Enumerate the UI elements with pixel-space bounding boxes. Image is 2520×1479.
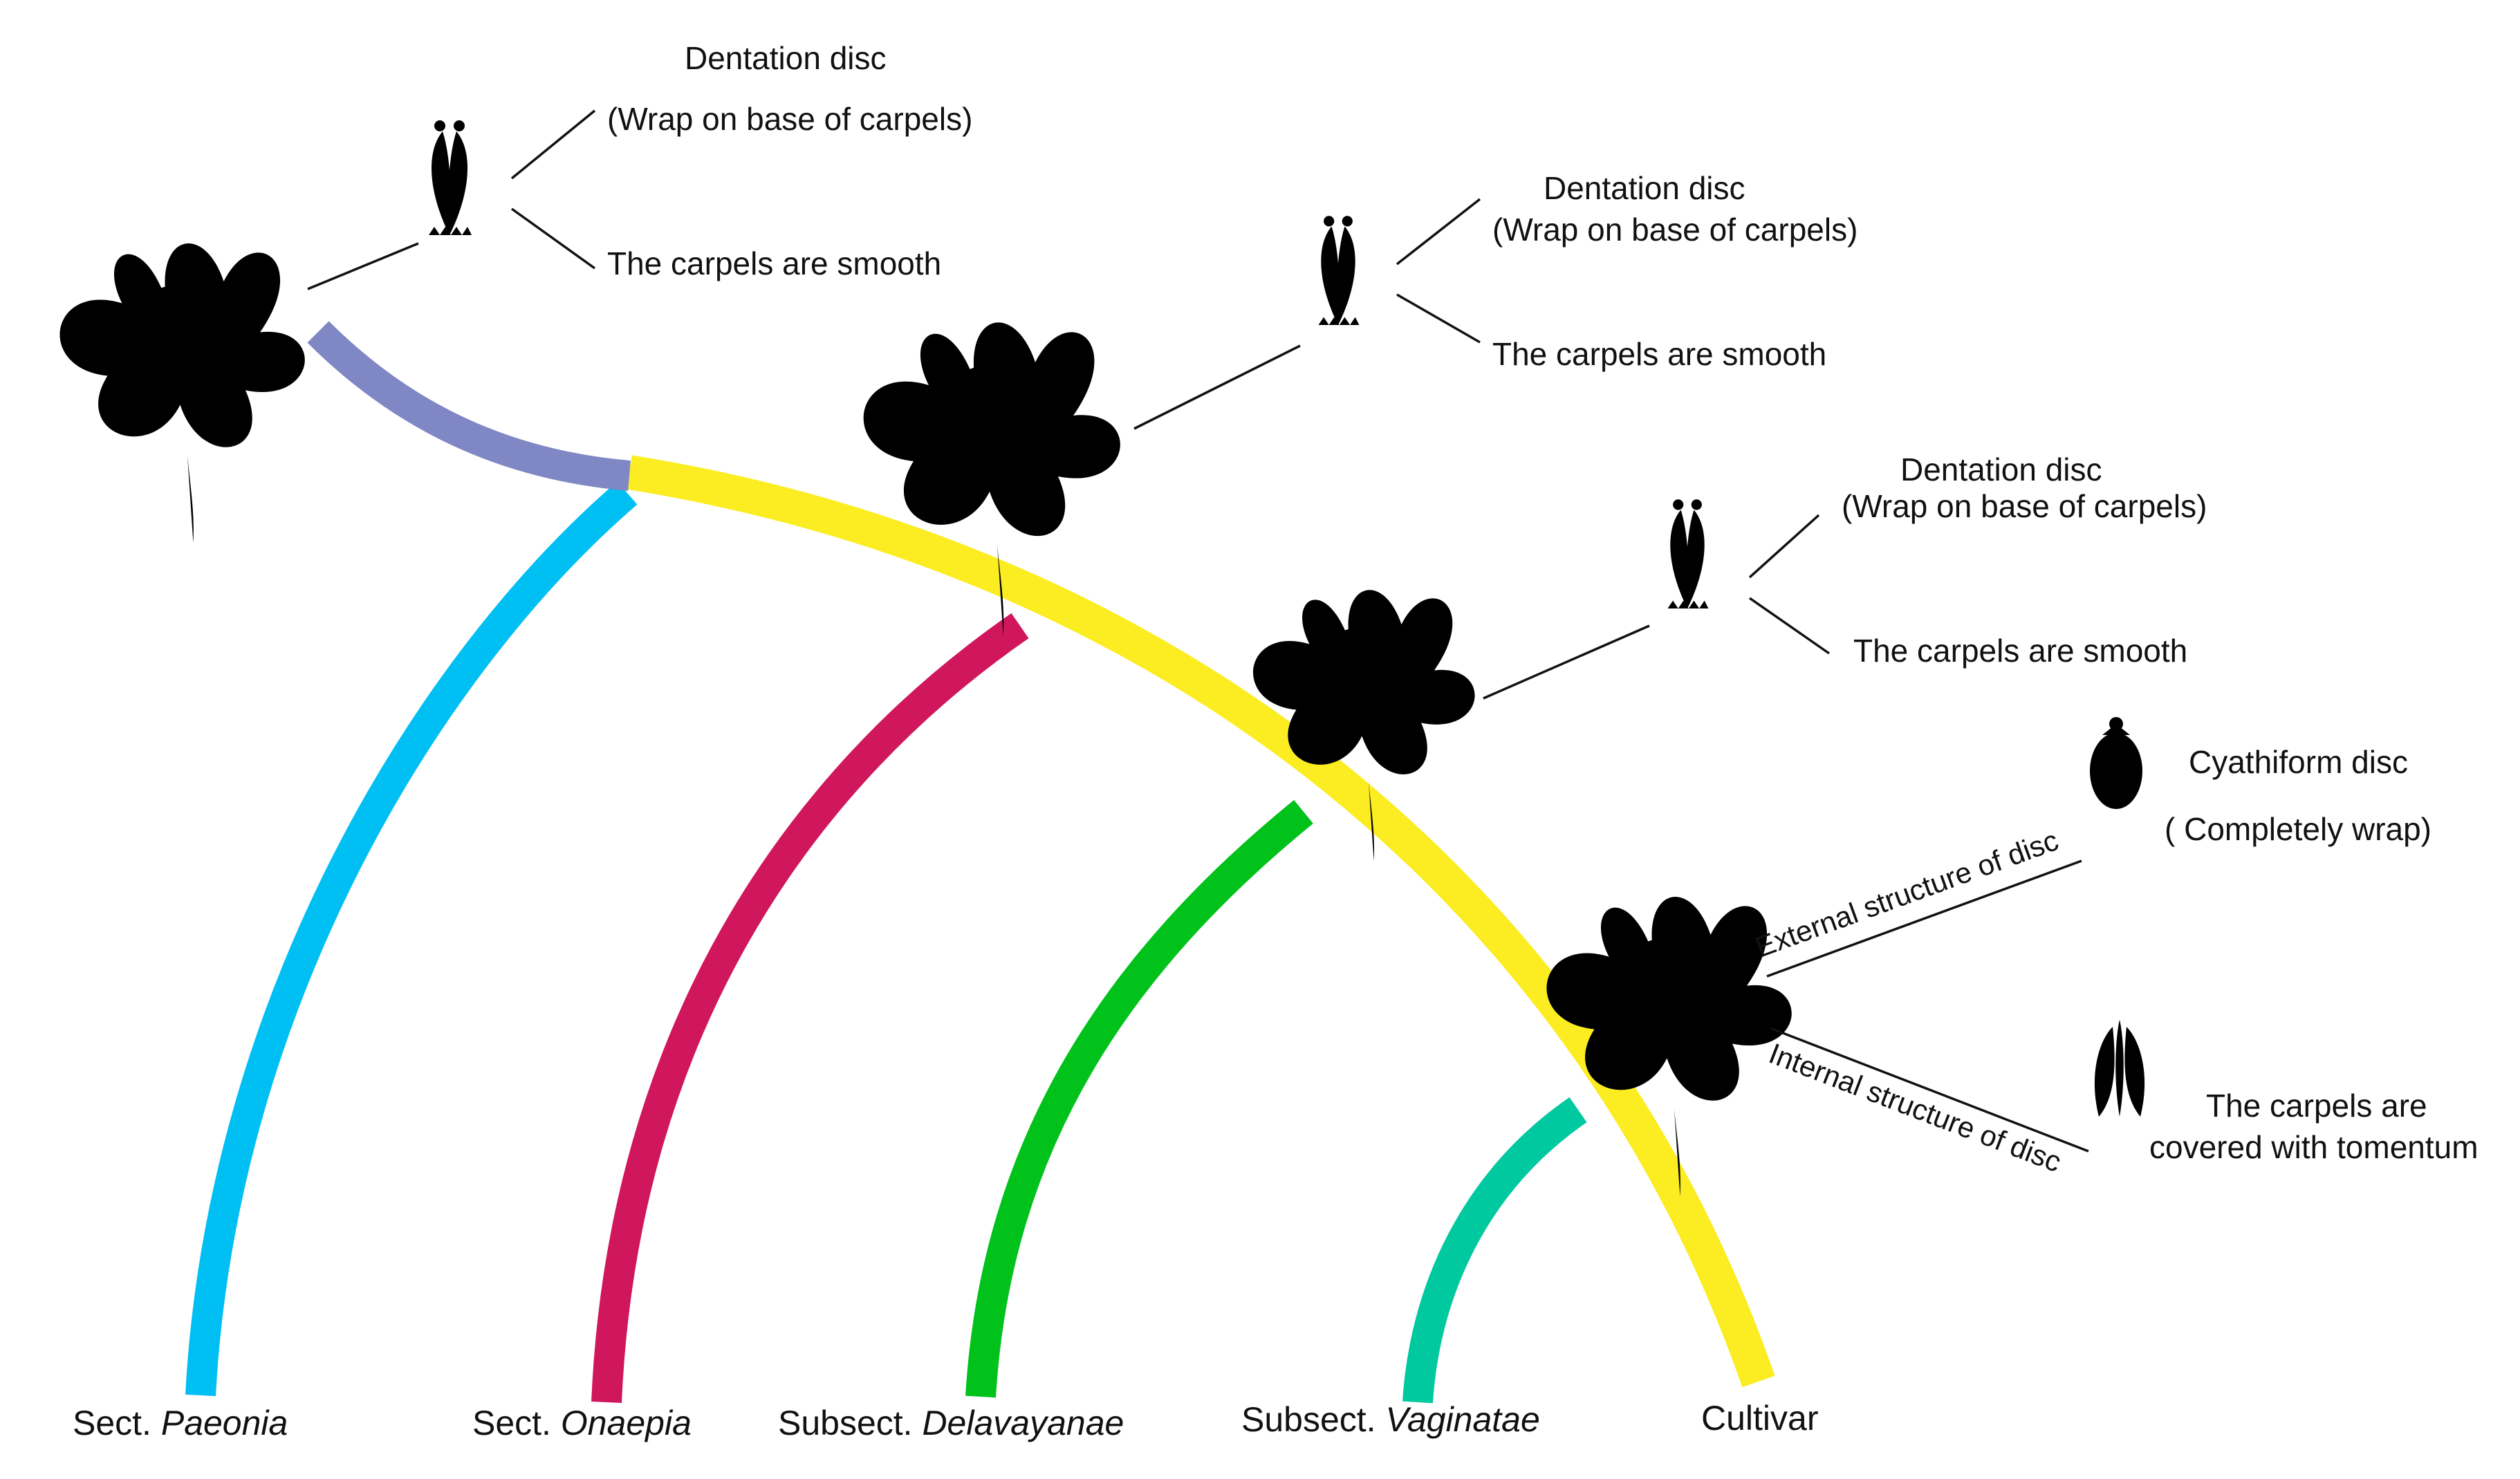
carpel-icon	[2086, 1010, 2153, 1172]
clade-4-illustration: External structure of disc Internal stru…	[1546, 717, 2479, 1196]
leader-line	[1749, 597, 1830, 655]
leader-line	[1396, 198, 1481, 266]
annotation-completely-wrap: ( Completely wrap)	[2165, 811, 2431, 847]
branch-root	[307, 321, 631, 491]
disc-icon	[2090, 717, 2142, 861]
clade-1-illustration: Dentation disc (Wrap on base of carpels)…	[59, 40, 972, 543]
taxon-labels: Sect. Paeonia Sect. Onaepia Subsect. Del…	[73, 1399, 1818, 1442]
taxon-label-sect-onaepia: Sect. Onaepia	[472, 1404, 692, 1442]
taxon-label-cultivar: Cultivar	[1701, 1399, 1818, 1438]
annotation-external-structure: External structure of disc	[1751, 824, 2062, 963]
annotation-carpels-smooth: The carpels are smooth	[607, 245, 941, 281]
branch-sect-paeonia	[185, 481, 638, 1397]
leader-line	[1133, 344, 1301, 430]
annotation-dentation-disc: Dentation disc	[685, 40, 887, 76]
clade-3-illustration: Dentation disc (Wrap on base of carpels)…	[1253, 452, 2207, 861]
clade-2-illustration: Dentation disc (Wrap on base of carpels)…	[863, 170, 1857, 636]
taxon-label-subsect-delavayanae: Subsect. Delavayanae	[778, 1404, 1124, 1442]
carpel-icon	[1318, 216, 1360, 384]
leader-line	[1483, 624, 1650, 700]
carpel-icon	[1667, 499, 1709, 668]
annotation-wrap-base: (Wrap on base of carpels)	[1842, 488, 2207, 524]
carpel-icon	[429, 120, 472, 297]
annotation-cyathiform-disc: Cyathiform disc	[2189, 744, 2408, 780]
leader-line	[1770, 1027, 2089, 1153]
annotation-dentation-disc: Dentation disc	[1900, 452, 2102, 487]
annotation-dentation-disc: Dentation disc	[1544, 170, 1745, 206]
branch-subsect-vaginatae	[1402, 1097, 1587, 1404]
taxon-label-subsect-vaginatae: Subsect. Vaginatae	[1241, 1400, 1540, 1439]
leader-line	[510, 109, 596, 180]
annotation-wrap-base: (Wrap on base of carpels)	[607, 101, 972, 137]
annotation-carpels-are: The carpels are	[2206, 1088, 2427, 1124]
leader-line	[307, 242, 419, 290]
leader-line	[1396, 293, 1481, 344]
annotation-carpels-smooth: The carpels are smooth	[1853, 633, 2187, 669]
branch-sect-onaepia	[591, 613, 1029, 1403]
flower-icon	[59, 243, 305, 543]
leader-line	[510, 207, 596, 270]
annotation-covered-tomentum: covered with tomentum	[2149, 1129, 2479, 1165]
branch-cultivar	[627, 455, 1775, 1388]
leader-line	[1748, 514, 1820, 579]
branch-subsect-delavayanae	[965, 799, 1313, 1398]
taxon-label-sect-paeonia: Sect. Paeonia	[73, 1404, 288, 1442]
phylogeny-branches	[185, 321, 1775, 1404]
annotation-carpels-smooth: The carpels are smooth	[1492, 336, 1826, 372]
annotation-wrap-base: (Wrap on base of carpels)	[1492, 212, 1857, 248]
leader-line	[1766, 859, 2082, 978]
annotation-internal-structure: Internal structure of disc	[1765, 1037, 2066, 1178]
